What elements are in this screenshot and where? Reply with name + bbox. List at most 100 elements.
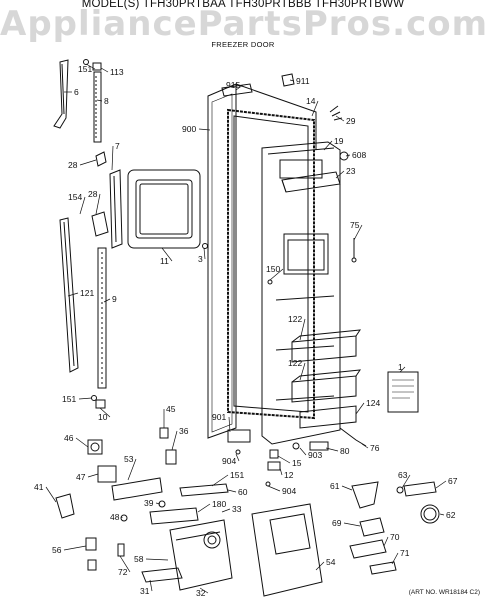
leader-line-54: [315, 561, 325, 571]
callout-72: 72: [118, 567, 128, 577]
bin-122-lower: [291, 369, 362, 403]
callout-901: 901: [212, 412, 226, 422]
manual-1: [387, 371, 419, 413]
callout-63: 63: [398, 470, 408, 480]
bracket-67: [403, 481, 437, 497]
callout-60: 60: [238, 487, 248, 497]
leader-line-151: [78, 397, 93, 400]
leader-line-11: [161, 247, 173, 262]
callout-33: 33: [232, 504, 242, 514]
cover-915: [221, 83, 253, 97]
leader-line-80: [325, 447, 339, 452]
callout-124: 124: [366, 398, 380, 408]
window-frame-11: [127, 169, 201, 249]
switch-36: [165, 449, 177, 465]
screw-151-top: [83, 59, 89, 65]
leader-line-9: [103, 298, 111, 303]
callout-900: 900: [182, 124, 196, 134]
leader-line-46: [75, 437, 89, 448]
part-61: [351, 481, 379, 509]
callout-36: 36: [179, 426, 189, 436]
leader-line-33: [221, 508, 231, 513]
callout-154: 154: [68, 192, 82, 202]
leader-line-70: [383, 536, 389, 547]
trim-9: [97, 247, 107, 389]
callout-10: 10: [98, 412, 108, 422]
callout-151: 151: [230, 470, 244, 480]
lamps-56: [85, 537, 97, 571]
switch-45: [159, 427, 169, 439]
callout-31: 31: [140, 586, 150, 596]
leader-line-76: [361, 443, 369, 449]
leader-line-903: [299, 447, 307, 456]
door-panel-900: [207, 83, 317, 439]
art-number: (ART NO. WR18184 C2): [408, 589, 480, 596]
diagram-subtitle: FREEZER DOOR: [211, 40, 275, 49]
leader-line-911: [289, 79, 295, 82]
pin-150: [267, 279, 273, 285]
leader-line-122: [299, 362, 306, 381]
leader-line-151: [211, 474, 229, 487]
leader-line-23: [335, 170, 345, 179]
callout-75: 75: [350, 220, 360, 230]
part-48: [120, 514, 128, 522]
callout-39: 39: [144, 498, 154, 508]
leader-line-29: [335, 115, 345, 122]
leader-line-60: [227, 489, 237, 493]
leader-lines: [45, 63, 447, 594]
callout-7: 7: [115, 141, 120, 151]
leader-line-71: [391, 552, 399, 565]
leader-line-72: [119, 555, 131, 573]
callout-14: 14: [306, 96, 316, 106]
leader-line-180: [197, 503, 211, 513]
callout-62: 62: [446, 510, 456, 520]
knob-46: [87, 439, 103, 455]
leader-line-608: [345, 154, 351, 157]
plate-53: [111, 477, 163, 501]
part-69: [359, 517, 385, 537]
callout-76: 76: [370, 443, 380, 453]
part-903: [292, 442, 300, 450]
leader-line-58: [145, 558, 169, 561]
leader-line-75: [353, 224, 363, 241]
leader-line-39: [155, 502, 161, 505]
wire-76: [339, 427, 367, 447]
harness-29: [329, 105, 343, 121]
housing-47: [97, 465, 117, 483]
callout-67: 67: [448, 476, 458, 486]
leader-line-53: [127, 458, 137, 481]
screw-3: [202, 243, 208, 249]
leader-line-113: [100, 67, 109, 73]
leader-line-915: [235, 84, 244, 91]
callout-113: 113: [110, 67, 124, 77]
callout-122: 122: [288, 314, 302, 324]
part-12: [267, 461, 281, 471]
callout-15: 15: [292, 458, 302, 468]
callout-46: 46: [64, 433, 74, 443]
callout-41: 41: [34, 482, 44, 492]
leader-line-62: [439, 513, 445, 516]
callout-11: 11: [160, 256, 169, 266]
leader-line-56: [63, 545, 87, 551]
callout-19: 19: [334, 136, 344, 146]
leader-line-904: [235, 453, 240, 462]
callout-71: 71: [400, 548, 410, 558]
callout-180: 180: [212, 499, 226, 509]
callout-151: 151: [78, 64, 92, 74]
leader-line-150: [269, 268, 284, 281]
bracket-28-lower: [91, 211, 109, 237]
bracket-901: [227, 429, 251, 443]
ring-62: [420, 504, 440, 524]
callout-48: 48: [110, 512, 120, 522]
callout-54: 54: [326, 557, 336, 567]
callout-911: 911: [296, 76, 310, 86]
callout-58: 58: [134, 554, 144, 564]
model-line: MODEL(S) TFH30PRTBAA TFH30PRTBBB TFH30PR…: [81, 0, 405, 10]
leader-line-900: [198, 128, 211, 131]
leader-line-124: [355, 402, 365, 415]
callout-608: 608: [352, 150, 366, 160]
leader-line-36: [171, 430, 178, 451]
